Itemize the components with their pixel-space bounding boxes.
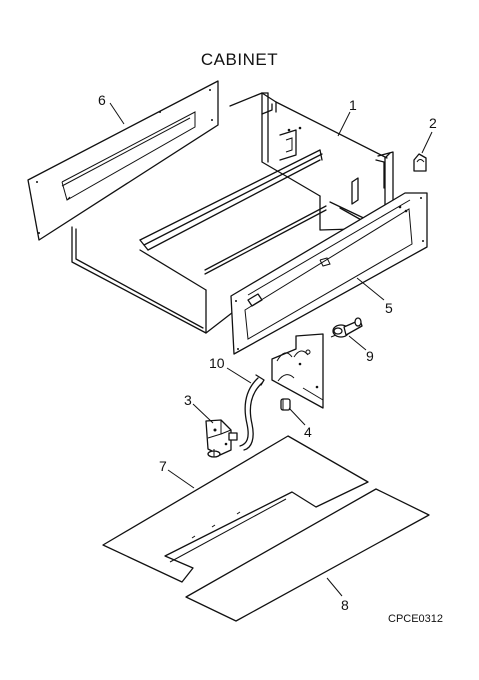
callout-1: 1 (349, 97, 357, 113)
part-9-knob-shaft (330, 317, 363, 338)
part-5-bottom-frame-panel (230, 192, 428, 355)
diagram-title: CABINET (200, 50, 279, 69)
part-3-valve (205, 419, 238, 458)
part-6-top-panel (27, 80, 219, 241)
drawing-code: CPCE0312 (388, 613, 444, 625)
leader-lines (109, 102, 433, 597)
part-7-large-sheet (102, 435, 369, 583)
callout-2: 2 (429, 115, 437, 131)
callout-9: 9 (366, 348, 374, 364)
callout-6: 6 (98, 92, 106, 108)
callout-3: 3 (184, 392, 192, 408)
callout-5: 5 (385, 300, 393, 316)
callout-8: 8 (341, 597, 349, 613)
callout-4: 4 (304, 424, 312, 440)
part-8-lower-sheet (185, 488, 430, 622)
callout-7: 7 (159, 458, 167, 474)
part-4-fitting (280, 398, 291, 411)
mounting-bracket-plate (271, 333, 324, 409)
part-10-tube (239, 374, 265, 451)
callout-labels: 1 2 3 4 5 6 7 8 9 10 (98, 92, 437, 613)
callout-10: 10 (209, 355, 225, 371)
part-2-clip (413, 153, 427, 172)
